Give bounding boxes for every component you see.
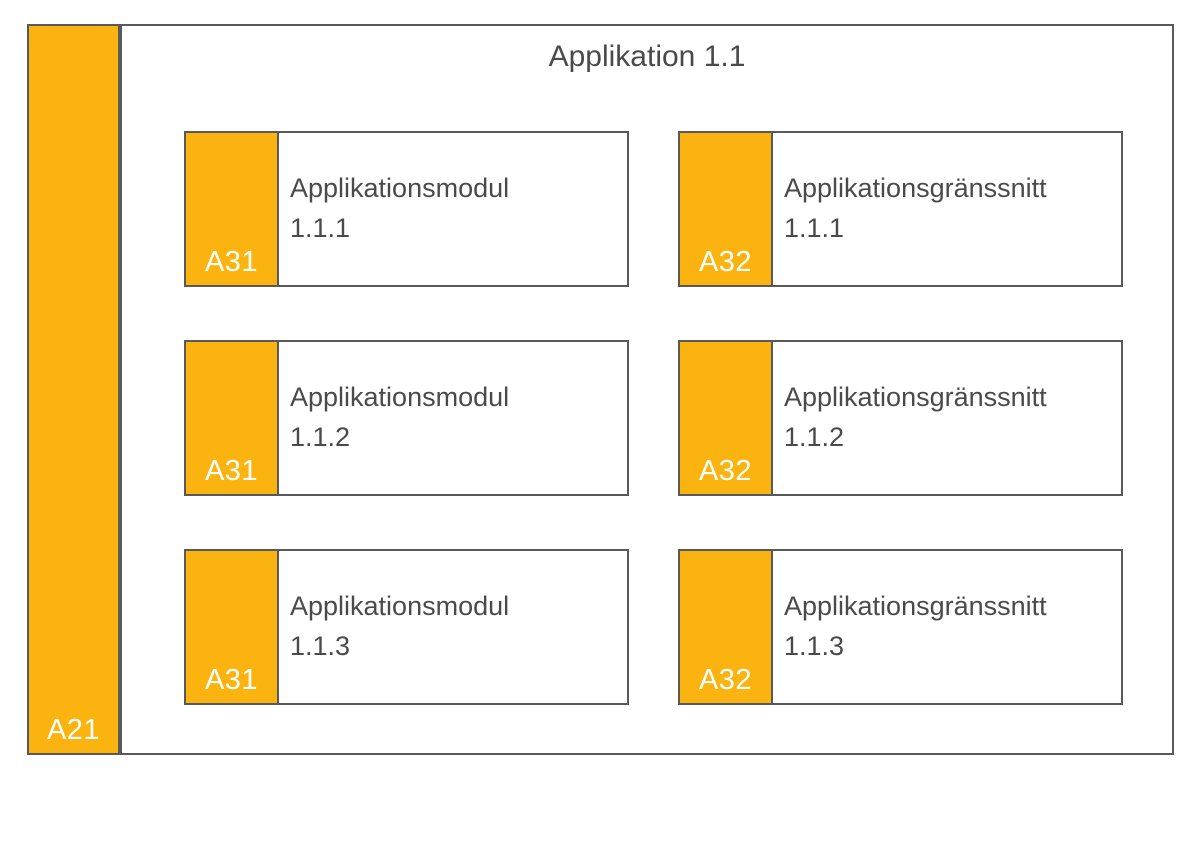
interface-text: Applikationsgränssnitt 1.1.1: [773, 133, 1121, 285]
interface-id: 1.1.3: [784, 631, 845, 661]
interface-tab: A32: [680, 342, 773, 494]
module-id: 1.1.1: [290, 213, 351, 243]
interface-tab: A32: [680, 133, 773, 285]
module-id: 1.1.2: [290, 422, 351, 452]
module-name: Applikationsmodul: [290, 591, 510, 622]
interface-text: Applikationsgränssnitt 1.1.3: [773, 551, 1121, 703]
interface-id: 1.1.1: [784, 213, 845, 243]
module-tag-label: A31: [204, 664, 259, 696]
module-tab: A31: [186, 342, 279, 494]
application-container: Applikation 1.1 A31 Applikationsmodul 1.…: [120, 24, 1174, 755]
module-tag-label: A31: [204, 246, 259, 278]
interface-name: Applikationsgränssnitt: [784, 591, 1047, 622]
application-title: Applikation 1.1: [548, 40, 746, 73]
a21-label: A21: [46, 714, 101, 746]
module-tab: A31: [186, 133, 279, 285]
module-name: Applikationsmodul: [290, 382, 510, 413]
module-id: 1.1.3: [290, 631, 351, 661]
a21-accent-bar: A21: [27, 24, 120, 755]
interface-tag-label: A32: [698, 664, 753, 696]
module-name: Applikationsmodul: [290, 173, 510, 204]
interface-tab: A32: [680, 551, 773, 703]
interface-tag-label: A32: [698, 455, 753, 487]
module-tab: A31: [186, 551, 279, 703]
interface-id: 1.1.2: [784, 422, 845, 452]
module-box-1-1-2: A31 Applikationsmodul 1.1.2: [184, 340, 629, 496]
interface-box-1-1-3: A32 Applikationsgränssnitt 1.1.3: [678, 549, 1123, 705]
interface-tag-label: A32: [698, 246, 753, 278]
interface-box-1-1-1: A32 Applikationsgränssnitt 1.1.1: [678, 131, 1123, 287]
module-text: Applikationsmodul 1.1.2: [279, 342, 627, 494]
module-box-1-1-1: A31 Applikationsmodul 1.1.1: [184, 131, 629, 287]
interface-text: Applikationsgränssnitt 1.1.2: [773, 342, 1121, 494]
module-box-1-1-3: A31 Applikationsmodul 1.1.3: [184, 549, 629, 705]
interface-name: Applikationsgränssnitt: [784, 173, 1047, 204]
module-tag-label: A31: [204, 455, 259, 487]
module-text: Applikationsmodul 1.1.1: [279, 133, 627, 285]
module-text: Applikationsmodul 1.1.3: [279, 551, 627, 703]
interface-name: Applikationsgränssnitt: [784, 382, 1047, 413]
interface-box-1-1-2: A32 Applikationsgränssnitt 1.1.2: [678, 340, 1123, 496]
